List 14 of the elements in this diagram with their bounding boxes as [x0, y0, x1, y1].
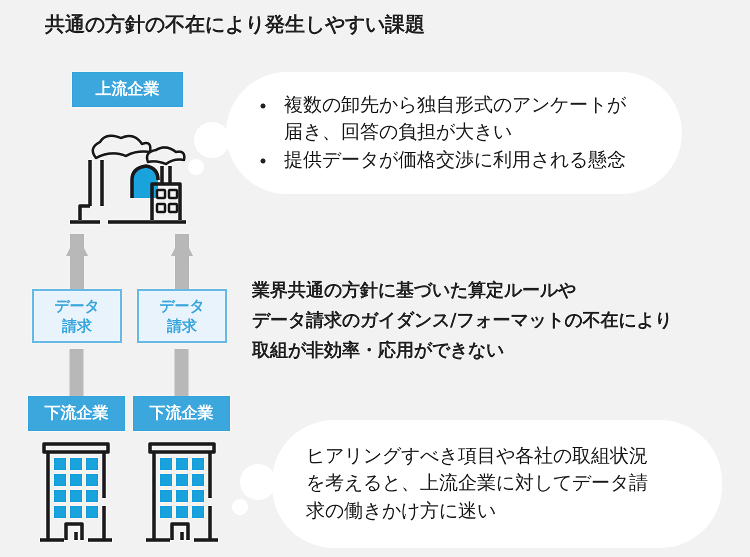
request-box: データ請求 — [137, 289, 227, 343]
title: 共通の方針の不在により発生しやすい課題 — [45, 11, 425, 38]
label-tag: 下流企業 — [133, 396, 230, 431]
bullet-text: 提供データが価格交渉に利用される懸念 — [284, 148, 627, 173]
statement-text: 業界共通の方針に基づいた算定ルールや — [252, 279, 577, 303]
statement-text: 取組が非効率・応用ができない — [252, 339, 505, 363]
arrow — [171, 234, 193, 289]
statement-text: データ請求のガイダンス/フォーマットの不在により — [252, 309, 674, 333]
bubble-text: ヒアリングすべき項目や各社の取組状況を考えると、上流企業に対してデータ請求の働きかけ方に迷い — [306, 444, 649, 524]
label-tag: 上流企業 — [72, 72, 183, 107]
bullet-text: 複数の卸先から独自形式のアンケートが届き、回答の負担が大きい — [284, 92, 628, 146]
label-tag: 下流企業 — [28, 396, 125, 431]
arrow — [66, 234, 88, 289]
request-box: データ請求 — [32, 289, 122, 343]
